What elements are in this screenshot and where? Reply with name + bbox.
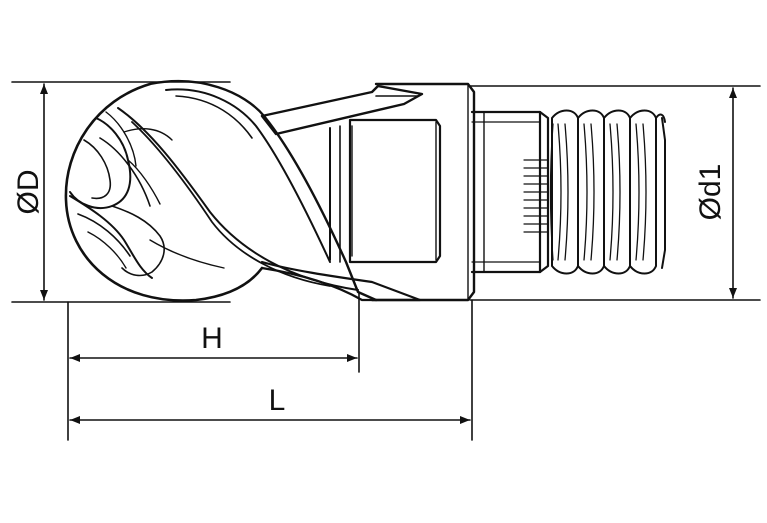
label-H: H xyxy=(201,322,223,355)
label-d1: Ød1 xyxy=(694,164,727,221)
threaded-shank xyxy=(470,109,666,275)
ball-outline xyxy=(64,82,264,302)
cutting-head xyxy=(64,80,424,302)
ball-cutting-edges xyxy=(69,111,225,279)
thread-crests xyxy=(551,109,666,275)
label-L: L xyxy=(269,384,286,417)
extension-lines xyxy=(11,81,761,441)
thread-flanks xyxy=(549,123,647,261)
thread-start-hatching xyxy=(523,159,549,233)
dimension-lines xyxy=(40,83,737,424)
label-D: ØD xyxy=(12,170,45,215)
collar xyxy=(329,82,476,302)
